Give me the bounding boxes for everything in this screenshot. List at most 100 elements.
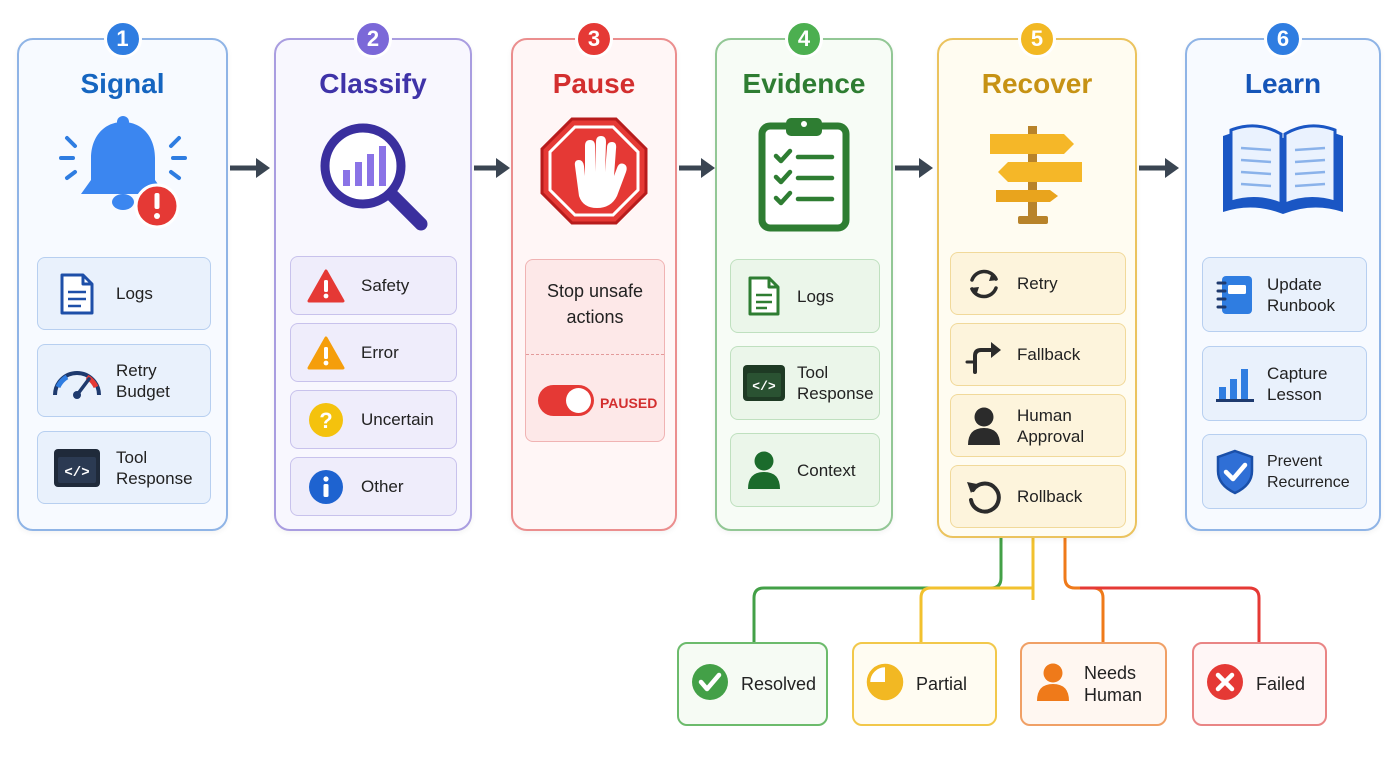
stage-evidence: 4 Evidence Logs </> Tool Response Contex…	[715, 20, 893, 531]
svg-text:?: ?	[319, 408, 332, 433]
item-label: Rollback	[1017, 487, 1083, 506]
document-icon	[731, 275, 797, 317]
person-icon	[1034, 662, 1072, 707]
warning-triangle-icon	[291, 336, 361, 370]
classify-item-uncertain[interactable]: ? Uncertain	[290, 390, 457, 449]
item-label: Prevent Recurrence	[1267, 452, 1350, 491]
outcome-failed[interactable]: Failed	[1192, 642, 1327, 726]
pause-panel: Stop unsafe actions PAUSED	[525, 259, 665, 442]
code-window-icon: </>	[38, 448, 116, 488]
outcome-label: Partial	[916, 674, 968, 694]
outcome-resolved[interactable]: Resolved	[677, 642, 828, 726]
stage-number-badge: 5	[1018, 20, 1056, 58]
stage-title: Pause	[552, 68, 636, 99]
toggle-status-label: PAUSED	[600, 395, 658, 411]
item-label: Uncertain	[361, 410, 434, 429]
stage-title: Classify	[319, 68, 427, 99]
checklist-clipboard-icon	[758, 118, 850, 232]
evidence-item-context[interactable]: Context	[730, 433, 880, 507]
gauge-icon	[38, 363, 116, 399]
flow-arrow-4	[895, 158, 933, 178]
stage-signal: 1 Signal Logs Retry Budget </> Tool Resp…	[17, 20, 228, 531]
code-window-icon: </>	[731, 364, 797, 402]
person-icon	[951, 406, 1017, 446]
evidence-item-tool-response[interactable]: </> Tool Response	[730, 346, 880, 420]
evidence-item-logs[interactable]: Logs	[730, 259, 880, 333]
item-label: Capture Lesson	[1267, 363, 1328, 404]
divider	[526, 354, 664, 355]
flow-arrow-1	[230, 158, 270, 178]
flow-arrow-5	[1139, 158, 1179, 178]
retry-icon	[951, 265, 1017, 303]
notebook-icon	[1203, 274, 1267, 316]
outcome-label: Needs Human	[1084, 663, 1143, 705]
stage-number-badge: 4	[785, 20, 823, 58]
stage-recover: 5 Recover Retry Fallback Human Approval …	[937, 20, 1137, 538]
svg-text:</>: </>	[752, 379, 776, 394]
signal-item-tool-response[interactable]: </> Tool Response	[37, 431, 211, 504]
classify-item-safety[interactable]: Safety	[290, 256, 457, 315]
stage-title: Recover	[981, 68, 1093, 99]
stop-hand-icon	[540, 117, 648, 225]
document-icon	[38, 272, 116, 316]
pause-panel-text: Stop unsafe actions	[546, 281, 644, 327]
item-label: Logs	[116, 284, 153, 303]
recover-item-fallback[interactable]: Fallback	[950, 323, 1126, 386]
person-icon	[731, 450, 797, 490]
item-label: Human Approval	[1017, 405, 1085, 446]
warning-triangle-icon	[291, 269, 361, 303]
stage-title: Learn	[1244, 68, 1322, 99]
learn-item-capture-lesson[interactable]: Capture Lesson	[1202, 346, 1367, 421]
stage-classify: 2 Classify Safety Error ? Uncertain Othe…	[274, 20, 472, 531]
bar-chart-icon	[1203, 365, 1267, 403]
item-label: Fallback	[1017, 345, 1081, 364]
stage-pause: 3 Pause Stop unsafe actions PAUSED	[511, 20, 677, 531]
learn-item-update-runbook[interactable]: Update Runbook	[1202, 257, 1367, 332]
stage-number-badge: 1	[103, 20, 142, 58]
shield-check-icon	[1203, 449, 1267, 495]
alert-bell-icon	[58, 116, 187, 229]
signal-item-logs[interactable]: Logs	[37, 257, 211, 330]
item-label: Tool Response	[797, 363, 874, 403]
pie-icon	[866, 663, 904, 706]
signpost-icon	[990, 126, 1082, 224]
outcome-needs-human[interactable]: Needs Human	[1020, 642, 1167, 726]
outcome-partial[interactable]: Partial	[852, 642, 997, 726]
item-label: Retry Budget	[116, 360, 170, 401]
item-label: Tool Response	[116, 447, 193, 488]
recover-item-rollback[interactable]: Rollback	[950, 465, 1126, 528]
stage-number-badge: 6	[1264, 20, 1302, 58]
fallback-arrow-icon	[951, 336, 1017, 374]
signal-item-retry-budget[interactable]: Retry Budget	[37, 344, 211, 417]
check-circle-icon	[691, 663, 729, 706]
svg-text:</>: </>	[64, 465, 89, 481]
recover-item-retry[interactable]: Retry	[950, 252, 1126, 315]
magnifier-chart-icon	[320, 123, 428, 231]
item-label: Update Runbook	[1267, 274, 1336, 315]
pause-toggle[interactable]	[538, 385, 594, 416]
item-label: Retry	[1017, 274, 1058, 293]
item-label: Error	[361, 343, 399, 362]
item-label: Safety	[361, 276, 410, 295]
outcome-label: Resolved	[741, 674, 817, 694]
learn-item-prevent-recurrence[interactable]: Prevent Recurrence	[1202, 434, 1367, 509]
recover-item-human-approval[interactable]: Human Approval	[950, 394, 1126, 457]
stage-learn: 6 Learn Update Runbook Capture Lesson Pr…	[1185, 20, 1381, 531]
stage-title: Signal	[80, 68, 165, 99]
flow-arrow-3	[679, 158, 715, 178]
rollback-icon	[951, 478, 1017, 516]
item-label: Logs	[797, 286, 834, 306]
classify-item-other[interactable]: Other	[290, 457, 457, 516]
classify-item-error[interactable]: Error	[290, 323, 457, 382]
item-label: Other	[361, 477, 404, 496]
question-icon: ?	[291, 402, 361, 438]
item-label: Context	[797, 460, 856, 480]
stage-title: Evidence	[742, 68, 866, 99]
open-book-icon	[1223, 124, 1343, 214]
toggle-knob	[566, 388, 591, 413]
stage-number-badge: 2	[354, 20, 392, 58]
stage-number-badge: 3	[575, 20, 613, 58]
info-icon	[291, 469, 361, 505]
x-circle-icon	[1206, 663, 1244, 706]
